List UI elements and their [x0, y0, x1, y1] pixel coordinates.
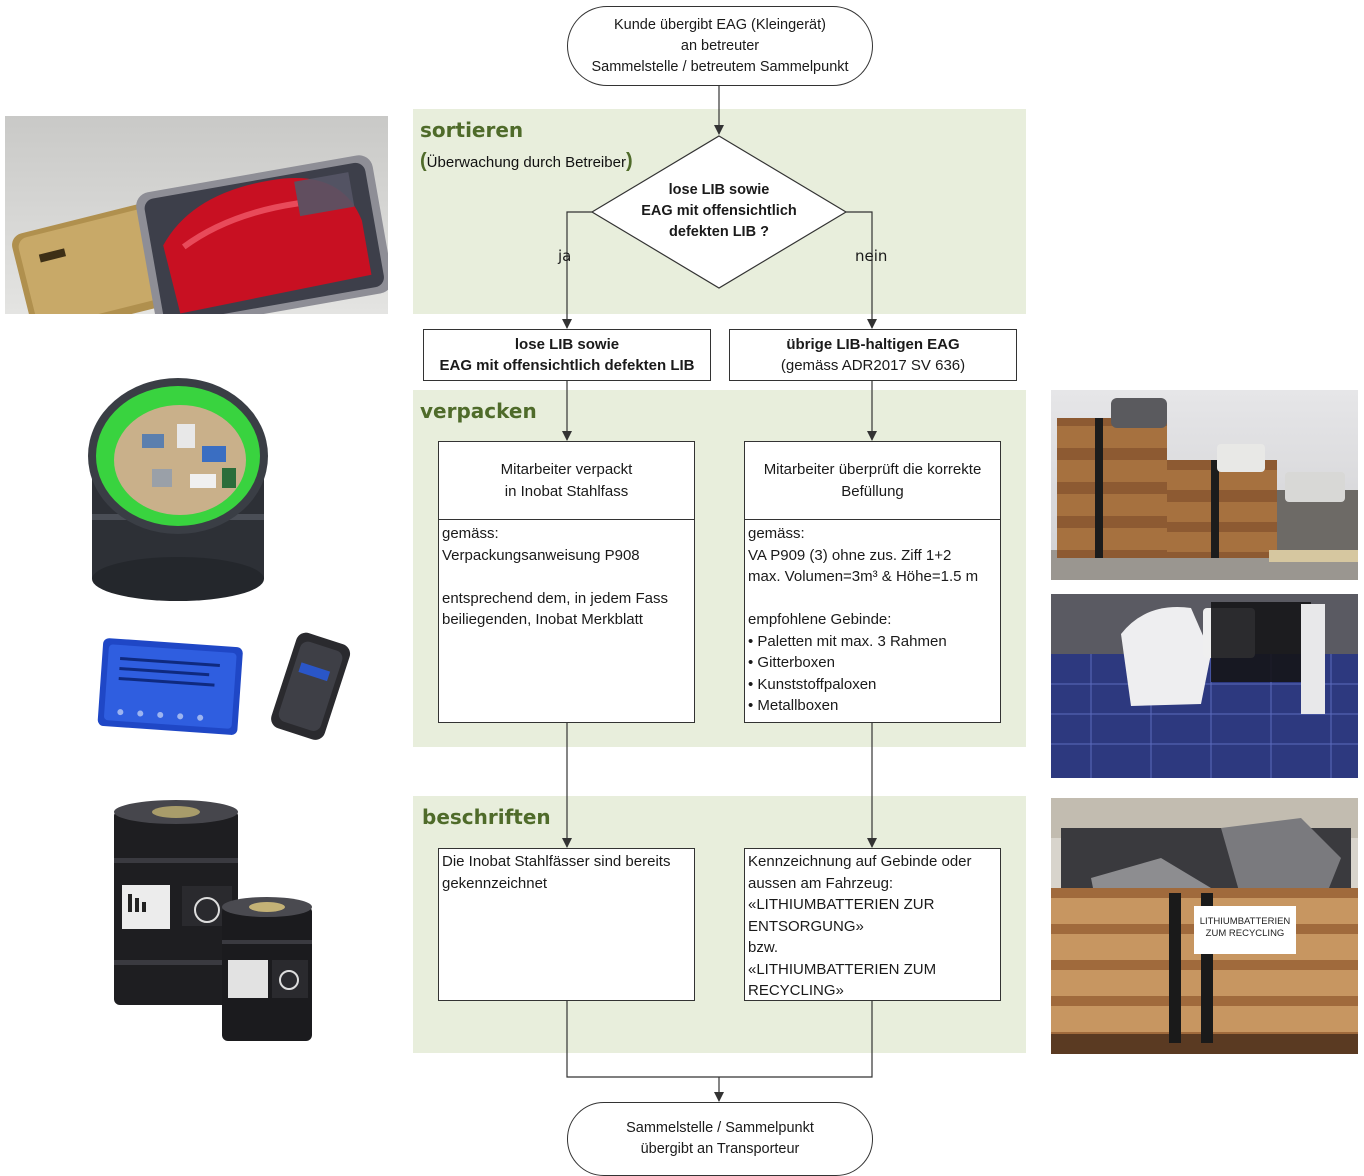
end-line-1: Sammelstelle / Sammelpunkt [626, 1120, 814, 1136]
start-line-1: Kunde übergibt EAG (Kleingerät) [613, 16, 826, 33]
right-category-box: übrige LIB-haltigen EAG (gemäss ADR2017 … [729, 329, 1017, 381]
section-subtitle-sortieren: (Überwachung durch Betreiber) [420, 150, 633, 173]
right-pack-body: gemäss: VA P909 (3) ohne zus. Ziff 1+2 m… [748, 525, 979, 714]
right-label-text: Kennzeichnung auf Gebinde oder aussen am… [748, 853, 972, 999]
right-category-title: übrige LIB-haltigen EAG [786, 336, 960, 353]
decision-line-2: EAG mit offensichtlich [641, 203, 797, 219]
line-decision-yes [562, 211, 592, 329]
line-decision-no [846, 211, 877, 329]
pallet-crates-illustration [1051, 398, 1358, 580]
left-label-text: Die Inobat Stahlfässer sind bereits geke… [442, 853, 671, 892]
decision-line-3: defekten LIB ? [669, 224, 769, 240]
battery-pack-illustration [97, 632, 351, 740]
crate-sign-line-2: ZUM RECYCLING [1205, 928, 1285, 939]
left-category-box: lose LIB sowie EAG mit offensichtlich de… [423, 329, 711, 381]
right-pack-title: Mitarbeiter überprüft die korrekte Befül… [763, 461, 982, 500]
section-label-beschriften: beschriften [422, 805, 551, 829]
crate-sign-line-1: LITHIUMBATTERIEN [1199, 916, 1291, 927]
left-pack-box: Mitarbeiter verpackt in Inobat Stahlfass… [438, 441, 695, 723]
mesh-box-illustration [1051, 594, 1358, 778]
decision-text: lose LIB sowie EAG mit offensichtlich de… [619, 180, 819, 243]
left-pack-body: gemäss: Verpackungsanweisung P908 entspr… [442, 525, 668, 628]
crate-sign-illustration [1051, 798, 1358, 1054]
end-terminal: Sammelstelle / Sammelpunkt übergibt an T… [567, 1102, 873, 1176]
start-line-3: Sammelstelle / betreutem Sammelpunkt [591, 58, 849, 75]
decision-diamond [590, 135, 848, 289]
paren-close: ) [625, 150, 633, 172]
left-label-box: Die Inobat Stahlfässer sind bereits geke… [438, 848, 695, 1001]
photo-battery-packs [82, 620, 382, 760]
start-line-2: an betreuter [680, 37, 760, 54]
photo-barrel-with-cells [82, 364, 276, 607]
photo-mesh-box-appliances [1051, 594, 1358, 778]
right-category-subtitle: (gemäss ADR2017 SV 636) [780, 357, 966, 374]
paren-open: ( [420, 150, 427, 172]
photo-damaged-powerbanks [5, 116, 388, 314]
end-line-2: übergibt an Transporteur [640, 1141, 800, 1157]
left-pack-title: Mitarbeiter verpackt in Inobat Stahlfass [500, 461, 633, 500]
section-label-verpacken: verpacken [420, 399, 537, 423]
photo-crate-with-sign: LITHIUMBATTERIEN ZUM RECYCLING [1051, 798, 1358, 1054]
branch-label-no: nein [855, 247, 888, 265]
start-terminal: Kunde übergibt EAG (Kleingerät) an betre… [567, 6, 873, 86]
sortieren-note: Überwachung durch Betreiber [426, 154, 626, 171]
crate-sign-label: LITHIUMBATTERIEN ZUM RECYCLING [1194, 906, 1296, 954]
right-pack-box: Mitarbeiter überprüft die korrekte Befül… [744, 441, 1001, 723]
left-category-line-2: EAG mit offensichtlich defekten LIB [439, 357, 695, 374]
branch-label-yes: ja [558, 247, 572, 265]
section-label-sortieren: sortieren [420, 118, 524, 142]
labelled-barrels-illustration [114, 800, 312, 1041]
powerbank-illustration [12, 155, 388, 314]
left-category-line-1: lose LIB sowie [514, 336, 620, 353]
barrel-illustration [88, 378, 268, 601]
line-left-label-merge [566, 1000, 873, 1078]
photo-wooden-pallet-crates [1051, 390, 1358, 580]
decision-line-1: lose LIB sowie [668, 182, 770, 198]
right-label-box: Kennzeichnung auf Gebinde oder aussen am… [744, 848, 1001, 1001]
photo-labelled-barrels [82, 790, 322, 1050]
